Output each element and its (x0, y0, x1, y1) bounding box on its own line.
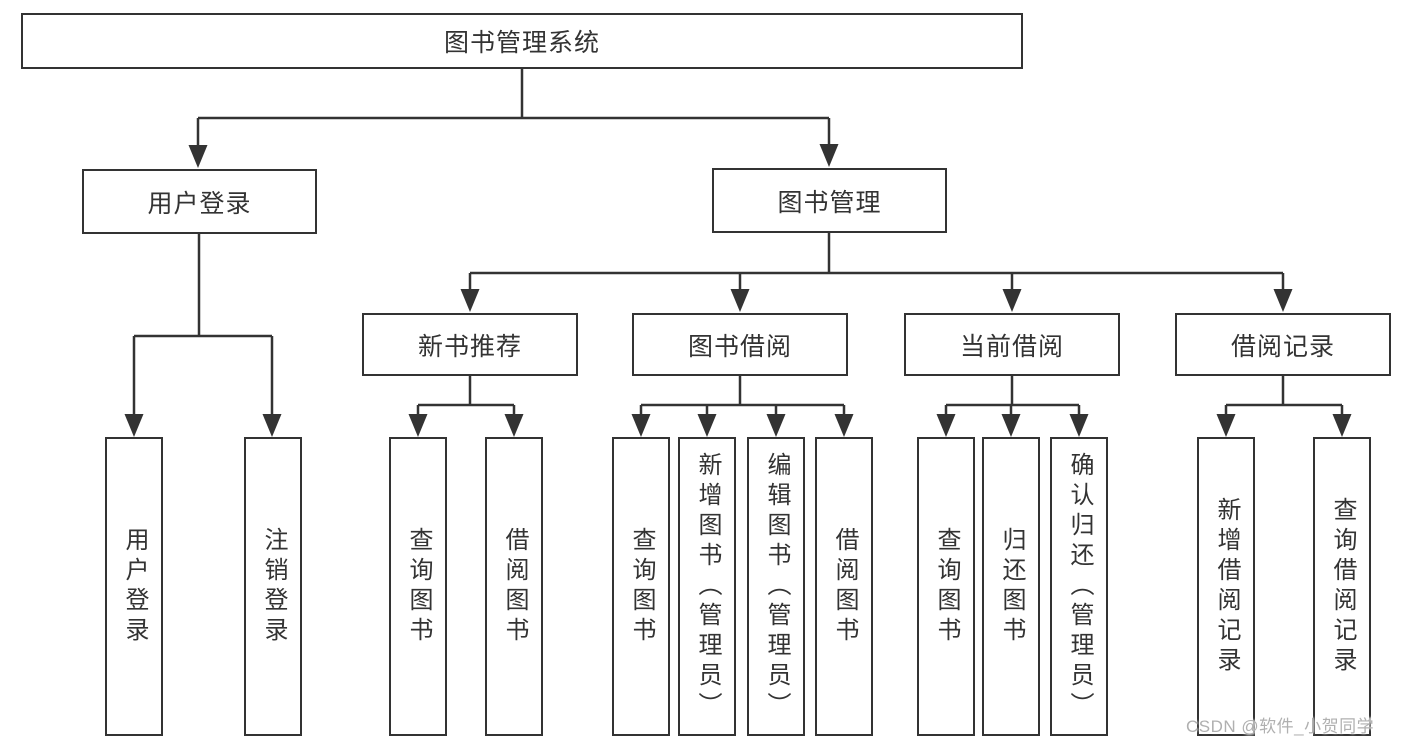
node-borrow-records: 借阅记录 (1175, 313, 1391, 376)
arrow-down-icon (697, 414, 717, 437)
node-library-system-label: 图书管理系统 (443, 29, 600, 57)
leaf-borrow-books-recommend-label: 借阅图书 (501, 526, 528, 647)
node-book-borrowing-label: 图书借阅 (687, 332, 792, 361)
leaf-borrow-books: 借阅图书 (815, 437, 873, 736)
arrow-down-icon (1001, 414, 1021, 437)
leaf-add-books-admin-label: 新增图书（管理员） (694, 451, 721, 722)
node-book-borrowing: 图书借阅 (632, 313, 848, 376)
leaf-edit-books-admin: 编辑图书（管理员） (747, 437, 805, 736)
node-book-management-label: 图书管理 (777, 188, 882, 217)
arrow-down-icon (1332, 414, 1352, 437)
arrow-down-icon (124, 414, 144, 437)
node-user-login: 用户登录 (82, 169, 317, 234)
leaf-return-books: 归还图书 (982, 437, 1040, 736)
arrow-down-icon (1216, 414, 1236, 437)
arrow-down-icon (262, 414, 282, 437)
leaf-query-borrow-record: 查询借阅记录 (1313, 437, 1371, 736)
leaf-query-books-borrow: 查询图书 (612, 437, 670, 736)
leaf-user-login-label: 用户登录 (121, 526, 148, 647)
arrow-down-icon (936, 414, 956, 437)
leaf-borrow-books-recommend: 借阅图书 (485, 437, 543, 736)
arrow-down-icon (504, 414, 524, 437)
arrow-down-icon (631, 414, 651, 437)
csdn-watermark: CSDN @软件_小贺同学 (1186, 717, 1375, 736)
arrow-down-icon (1002, 289, 1022, 312)
leaf-query-books-current-label: 查询图书 (933, 526, 960, 647)
arrow-down-icon (819, 144, 839, 167)
leaf-add-borrow-record-label: 新增借阅记录 (1213, 496, 1240, 677)
arrow-down-icon (188, 145, 208, 168)
arrow-down-icon (766, 414, 786, 437)
node-library-system: 图书管理系统 (21, 13, 1023, 69)
node-new-book-recommend: 新书推荐 (362, 313, 578, 376)
node-current-borrowing: 当前借阅 (904, 313, 1120, 376)
leaf-query-borrow-record-label: 查询借阅记录 (1329, 496, 1356, 677)
leaf-add-books-admin: 新增图书（管理员） (678, 437, 736, 736)
node-user-login-label: 用户登录 (147, 189, 252, 218)
node-borrow-records-label: 借阅记录 (1230, 332, 1335, 361)
leaf-add-borrow-record: 新增借阅记录 (1197, 437, 1255, 736)
leaf-query-books-current: 查询图书 (917, 437, 975, 736)
arrow-down-icon (1069, 414, 1089, 437)
arrow-down-icon (730, 289, 750, 312)
leaf-borrow-books-label: 借阅图书 (831, 526, 858, 647)
node-new-book-recommend-label: 新书推荐 (417, 332, 522, 361)
leaf-logout: 注销登录 (244, 437, 302, 736)
node-current-borrowing-label: 当前借阅 (959, 332, 1064, 361)
leaf-query-books-borrow-label: 查询图书 (628, 526, 655, 647)
leaf-return-books-label: 归还图书 (998, 526, 1025, 647)
leaf-edit-books-admin-label: 编辑图书（管理员） (763, 451, 790, 722)
arrow-down-icon (460, 289, 480, 312)
leaf-query-books-recommend-label: 查询图书 (405, 526, 432, 647)
leaf-confirm-return-admin: 确认归还（管理员） (1050, 437, 1108, 736)
node-book-management: 图书管理 (712, 168, 947, 233)
leaf-logout-label: 注销登录 (260, 526, 287, 647)
leaf-confirm-return-admin-label: 确认归还（管理员） (1066, 451, 1093, 722)
leaf-user-login: 用户登录 (105, 437, 163, 736)
arrow-down-icon (834, 414, 854, 437)
arrow-down-icon (408, 414, 428, 437)
leaf-query-books-recommend: 查询图书 (389, 437, 447, 736)
arrow-down-icon (1273, 289, 1293, 312)
